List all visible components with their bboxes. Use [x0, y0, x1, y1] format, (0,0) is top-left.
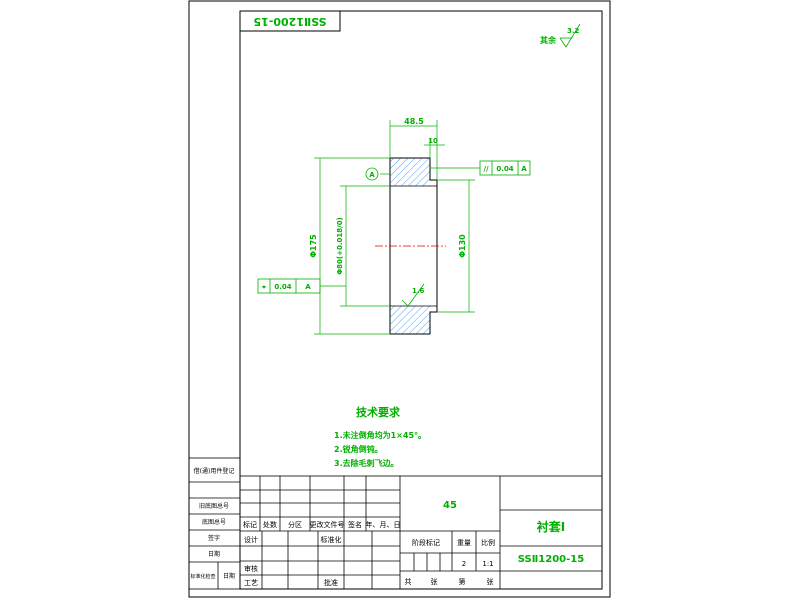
tech-requirements: 技术要求 1.未注倒角均为1×45°。 2.锐角倒钝。 3.去除毛刺飞边。: [334, 405, 426, 468]
part-name: 衬套Ⅰ: [537, 519, 565, 534]
fcf-left-datum: A: [305, 283, 311, 291]
dim-left-dia: Φ175: [309, 234, 318, 258]
fcf-right-value: 0.04: [496, 165, 513, 173]
lbl-stage-mark: 阶段标记: [412, 538, 440, 547]
lbl-design: 设计: [244, 535, 258, 544]
fcf-right: // 0.04 A: [479, 160, 531, 176]
dim-top-small: 10: [428, 137, 438, 145]
side-row-5: 签字: [208, 534, 220, 542]
side-bottom-1: 标准化检查: [190, 573, 215, 580]
side-row-6: 日期: [208, 550, 220, 558]
hdr-zone: 分区: [288, 520, 302, 529]
hdr-count: 处数: [263, 520, 277, 529]
hdr-sign: 签名: [348, 520, 362, 529]
inner-border: [239, 10, 603, 590]
roughness-bore: 1.6: [401, 283, 425, 307]
part-section-view: [375, 157, 446, 335]
lbl-review: 审核: [244, 564, 258, 573]
hdr-change-doc: 更改文件号: [310, 520, 345, 529]
lbl-standardize: 标准化: [321, 535, 342, 544]
code-box-text: SSⅡ1200-15: [253, 15, 326, 28]
hdr-mark: 标记: [243, 520, 257, 529]
surface-roughness-other: 其余 3.2: [540, 23, 581, 48]
dimension-lines: [314, 120, 480, 335]
fcf-right-datum: A: [521, 165, 527, 173]
roughness-value: 3.2: [567, 27, 580, 35]
dim-inner-dia: Φ80(+0.018/0): [336, 217, 344, 275]
fcf-left: ⌖ 0.04 A: [257, 278, 321, 294]
lbl-sheet-unit2: 张: [487, 577, 494, 586]
hdr-date: 年、月、日: [366, 520, 401, 529]
lbl-scale: 比例: [481, 538, 495, 547]
weight-value: 2: [462, 560, 466, 568]
lbl-sheet-total: 共: [405, 577, 412, 586]
lbl-sheet-unit: 张: [431, 577, 438, 586]
fcf-right-symbol: //: [483, 165, 489, 173]
fcf-left-symbol: ⌖: [261, 283, 266, 291]
side-row-1: 借(通)用件登记: [194, 467, 235, 475]
scale-value: 1:1: [482, 560, 493, 568]
lbl-process: 工艺: [244, 579, 258, 587]
material: 45: [443, 500, 457, 511]
side-row-4: 底图总号: [202, 518, 226, 526]
outer-border: [188, 0, 611, 598]
lbl-approve: 批准: [324, 578, 338, 587]
tech-line-1: 1.未注倒角均为1×45°。: [334, 430, 426, 440]
roughness-bore-value: 1.6: [412, 287, 425, 295]
datum-a: A: [365, 167, 379, 181]
fcf-left-value: 0.04: [274, 283, 291, 291]
code-box: SSⅡ1200-15: [239, 10, 341, 32]
lbl-sheet-no: 第: [459, 577, 466, 586]
lbl-weight: 重量: [457, 539, 471, 547]
tech-title: 技术要求: [356, 405, 401, 419]
dim-right-dia: Φ130: [458, 234, 467, 258]
datum-a-label: A: [369, 171, 375, 179]
other-surfaces-label: 其余: [540, 35, 557, 45]
title-block: [239, 475, 603, 590]
tech-line-2: 2.锐角倒钝。: [334, 444, 383, 454]
dim-top-width: 48.5: [404, 117, 424, 126]
drawing-number: SSⅡ1200-15: [518, 554, 584, 565]
tech-line-3: 3.去除毛刺飞边。: [334, 458, 399, 468]
side-bottom-2: 日期: [223, 572, 235, 580]
side-row-3: 旧底图总号: [199, 502, 229, 510]
